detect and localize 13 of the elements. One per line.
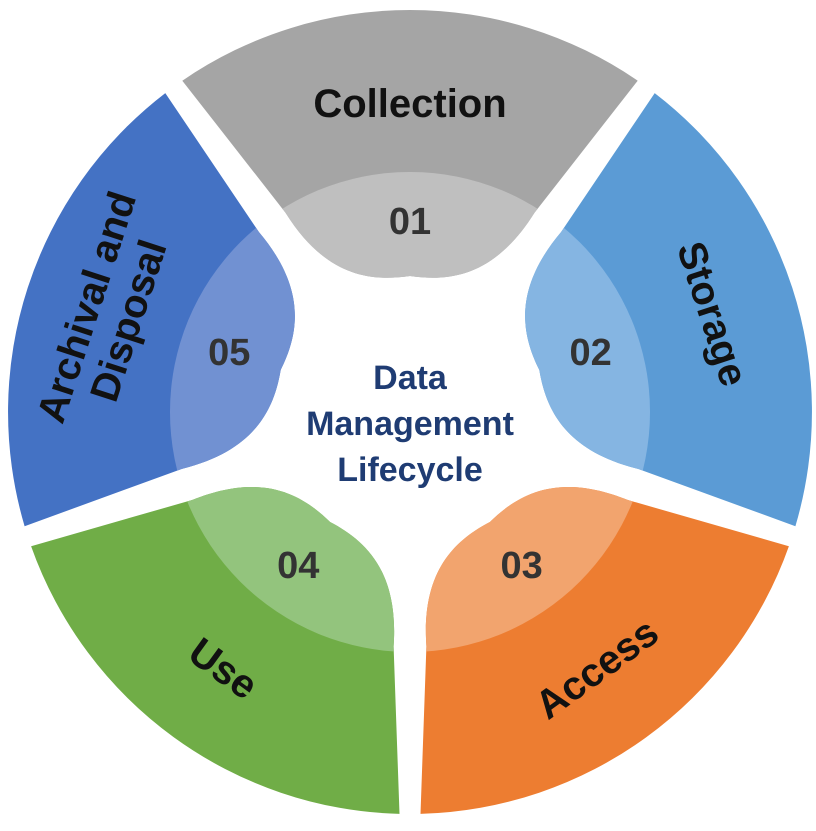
lifecycle-segment <box>8 93 295 526</box>
lifecycle-segment <box>31 486 400 814</box>
segment-label: Storage <box>667 235 758 394</box>
step-number: 01 <box>388 201 432 243</box>
step-number: 02 <box>570 332 612 374</box>
lifecycle-segment <box>420 486 789 814</box>
segment-label: Collection <box>312 82 508 126</box>
center-title: Data Management Lifecycle <box>305 358 515 491</box>
step-number: 03 <box>500 544 543 587</box>
lifecycle-segment <box>525 93 812 526</box>
step-number: 04 <box>277 544 320 587</box>
segment-label: Use <box>179 628 267 711</box>
step-number: 05 <box>208 332 250 374</box>
